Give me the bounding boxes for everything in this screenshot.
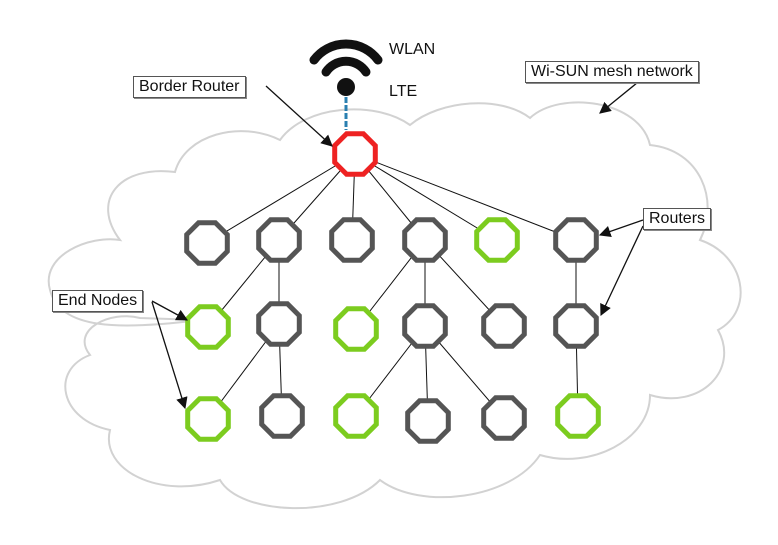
end-node-node-r3c3 bbox=[333, 393, 379, 439]
mesh-network-callout: Wi-SUN mesh network bbox=[525, 61, 699, 83]
router-node-r3c2 bbox=[259, 393, 305, 439]
link-br-r1c1 bbox=[206, 153, 356, 244]
routers-arrow-bottom bbox=[600, 225, 644, 317]
router-node-r2c2 bbox=[256, 301, 302, 347]
end-node-node-r2c1 bbox=[185, 304, 231, 350]
routers-arrow-top bbox=[598, 219, 644, 238]
link-br-r1c6 bbox=[354, 153, 577, 241]
border-router-node-br bbox=[332, 131, 378, 177]
routers-callout: Routers bbox=[643, 208, 712, 230]
border-router-arrow bbox=[265, 85, 333, 147]
router-node-r3c5 bbox=[481, 395, 527, 441]
router-node-r1c4 bbox=[402, 217, 448, 263]
end-node-node-r3c1 bbox=[185, 396, 231, 442]
router-node-r1c2 bbox=[256, 217, 302, 263]
router-node-r2c4 bbox=[402, 303, 448, 349]
router-node-r2c6 bbox=[553, 303, 599, 349]
mesh-nodes bbox=[184, 131, 601, 444]
router-node-r2c5 bbox=[481, 303, 527, 349]
router-node-r1c3 bbox=[329, 217, 375, 263]
wlan-label: WLAN bbox=[389, 41, 436, 58]
end-nodes-arrow-bottom bbox=[151, 301, 188, 410]
end-node-node-r2c3 bbox=[333, 306, 379, 352]
router-node-r1c6 bbox=[553, 217, 599, 263]
end-nodes-callout: End Nodes bbox=[52, 290, 144, 312]
router-node-r3c4 bbox=[405, 398, 451, 444]
end-nodes-arrow-top bbox=[151, 300, 189, 321]
link-br-r1c5 bbox=[354, 153, 498, 241]
lte-label: LTE bbox=[389, 83, 418, 100]
router-node-r1c1 bbox=[184, 220, 230, 266]
end-node-node-r1c5 bbox=[474, 217, 520, 263]
end-node-node-r3c6 bbox=[555, 393, 601, 439]
border-router-callout: Border Router bbox=[133, 76, 246, 98]
wifi-icon bbox=[309, 39, 383, 96]
